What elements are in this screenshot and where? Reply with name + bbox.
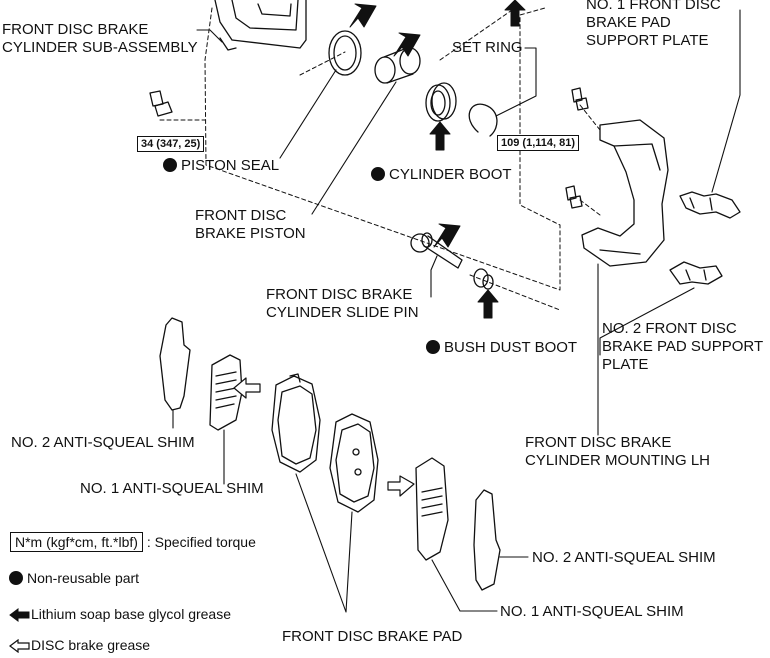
piston-seal-part: [328, 30, 362, 76]
torque-mounting-bolt: 109 (1,114, 81): [497, 135, 580, 151]
label-cylinder-boot-text: CYLINDER BOOT: [389, 166, 512, 183]
label-mounting-lh-line1: FRONT DISC BRAKE: [525, 434, 672, 451]
label-support-plate-1-line1: NO. 1 FRONT DISC: [586, 0, 721, 13]
non-reusable-dot: [426, 340, 440, 354]
bolt-left: [149, 90, 173, 117]
legend-non-reusable-text: Non-reusable part: [27, 570, 140, 586]
bush-dust-boot-part: [473, 268, 494, 290]
arrow-shim-left: [233, 377, 261, 399]
label-slide-pin: FRONT DISC BRAKE CYLINDER SLIDE PIN: [266, 286, 419, 322]
label-piston-seal: PISTON SEAL: [163, 157, 279, 175]
label-mounting-lh: FRONT DISC BRAKE CYLINDER MOUNTING LH: [525, 434, 710, 470]
arrow-shim-right: [387, 475, 415, 497]
label-brake-piston: FRONT DISC BRAKE PISTON: [195, 207, 306, 243]
disc-grease-arrows: [233, 377, 415, 497]
label-bush-dust-boot-text: BUSH DUST BOOT: [444, 339, 578, 356]
caliper-cylinder-body: [214, 0, 307, 51]
legend-lithium-grease-text: Lithium soap base glycol grease: [31, 606, 232, 622]
arrow-cylinder-boot: [429, 121, 451, 151]
caliper-mounting-part: [581, 119, 669, 267]
brake-pad-left-part: [271, 373, 321, 473]
leader-lines: [172, 9, 741, 613]
bolt-right-lower: [565, 185, 583, 209]
assembly-guide-lines: [159, 7, 601, 311]
pad-support-plate-2-part: [669, 261, 723, 285]
arrow-piston-seal: [349, 3, 377, 28]
label-piston-seal-text: PISTON SEAL: [181, 157, 280, 174]
legend-disc-grease-text: DISC brake grease: [31, 637, 151, 653]
legend-torque-box: N*m (kgf*cm, ft.*lbf): [10, 532, 143, 552]
label-slide-pin-line1: FRONT DISC BRAKE: [266, 286, 413, 303]
label-set-ring: SET RING: [452, 39, 523, 56]
shim-1-left-part: [209, 354, 243, 431]
legend-lithium-grease: Lithium soap base glycol grease: [9, 605, 231, 623]
label-brake-piston-line1: FRONT DISC: [195, 207, 287, 224]
slide-pin-part: [410, 232, 463, 269]
brake-pad-right-part: [329, 413, 379, 513]
legend-non-reusable: Non-reusable part: [9, 569, 139, 587]
label-cylinder-sub-assembly-line2: CYLINDER SUB-ASSEMBLY: [2, 39, 198, 56]
brake-piston-part: [374, 47, 421, 84]
label-support-plate-1-line3: SUPPORT PLATE: [586, 32, 709, 49]
shim-2-left-part: [159, 317, 191, 411]
lithium-grease-arrows: [349, 0, 526, 319]
legend-disc-grease: DISC brake grease: [9, 636, 150, 654]
arrow-piston: [393, 32, 421, 57]
label-mounting-lh-line2: CYLINDER MOUNTING LH: [525, 452, 711, 469]
label-support-plate-2-line3: PLATE: [602, 356, 649, 373]
label-shim-2-left: NO. 2 ANTI-SQUEAL SHIM: [11, 434, 195, 451]
legend-torque-text: : Specified torque: [146, 534, 256, 550]
cylinder-boot-part: [425, 82, 457, 122]
label-cylinder-sub-assembly: FRONT DISC BRAKE CYLINDER SUB-ASSEMBLY: [2, 21, 198, 57]
label-support-plate-2-line1: NO. 2 FRONT DISC: [602, 320, 737, 337]
non-reusable-dot: [9, 571, 23, 585]
arrow-slide-pin: [433, 223, 461, 248]
open-arrow-icon: [9, 639, 30, 653]
torque-cylinder-bolt: 34 (347, 25): [137, 136, 205, 152]
label-brake-piston-line2: BRAKE PISTON: [195, 225, 306, 242]
shim-1-right-part: [415, 457, 449, 561]
label-support-plate-2: NO. 2 FRONT DISC BRAKE PAD SUPPORT PLATE: [602, 320, 763, 374]
non-reusable-dot: [163, 158, 177, 172]
label-slide-pin-line2: CYLINDER SLIDE PIN: [266, 304, 419, 321]
label-shim-2-right: NO. 2 ANTI-SQUEAL SHIM: [532, 549, 716, 566]
legend-torque: N*m (kgf*cm, ft.*lbf): Specified torque: [10, 532, 256, 552]
pad-support-plate-1-part: [679, 191, 741, 219]
solid-arrow-icon: [9, 608, 30, 622]
label-cylinder-boot: CYLINDER BOOT: [371, 166, 512, 184]
arrow-bush-dust-boot: [477, 289, 499, 319]
label-shim-1-right: NO. 1 ANTI-SQUEAL SHIM: [500, 603, 684, 620]
non-reusable-dot: [371, 167, 385, 181]
label-shim-1-left: NO. 1 ANTI-SQUEAL SHIM: [80, 480, 264, 497]
label-support-plate-1-line2: BRAKE PAD: [586, 14, 671, 31]
label-support-plate-2-line2: BRAKE PAD SUPPORT: [602, 338, 764, 355]
label-brake-pad: FRONT DISC BRAKE PAD: [282, 628, 463, 645]
shim-2-right-part: [473, 489, 501, 591]
label-support-plate-1: NO. 1 FRONT DISC BRAKE PAD SUPPORT PLATE: [586, 0, 721, 50]
set-ring-part: [468, 103, 498, 137]
label-bush-dust-boot: BUSH DUST BOOT: [426, 339, 577, 357]
arrow-set-ring: [504, 0, 526, 27]
bolt-right-upper: [571, 87, 589, 111]
label-cylinder-sub-assembly-line1: FRONT DISC BRAKE: [2, 21, 149, 38]
